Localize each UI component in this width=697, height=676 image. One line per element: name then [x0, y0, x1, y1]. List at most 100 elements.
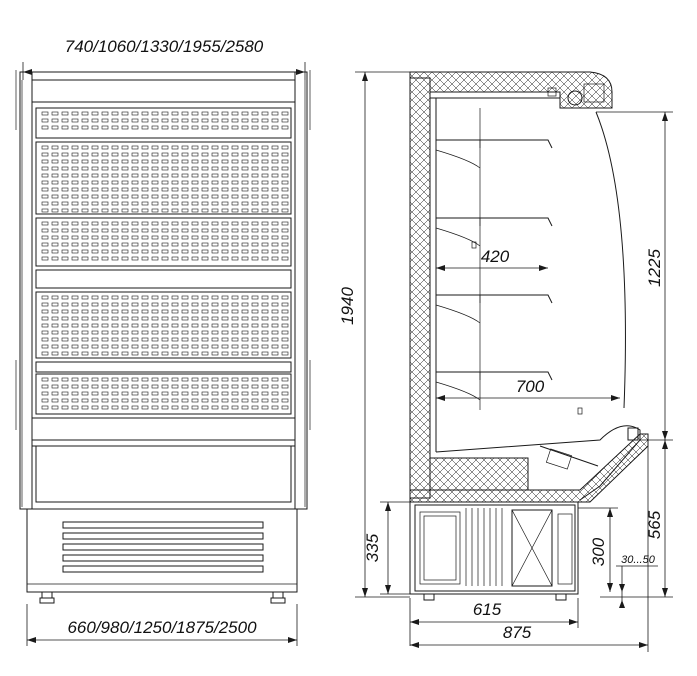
perforation-slot — [171, 235, 179, 240]
perforation-slot — [271, 249, 279, 254]
perforation-slot — [251, 187, 259, 192]
perforation-slot — [81, 159, 89, 164]
perforation-slot — [191, 242, 199, 247]
perforation-slot — [251, 208, 259, 213]
perforation-slot — [191, 323, 199, 328]
perforation-slot — [211, 249, 219, 254]
perforation-slot — [151, 398, 159, 403]
perforation-slot — [161, 228, 169, 233]
perforation-slot — [241, 180, 249, 185]
perforation-slot — [151, 166, 159, 171]
perforation-slot — [241, 377, 249, 382]
perforation-slot — [111, 323, 119, 328]
perforation-slot — [61, 152, 69, 157]
perforation-slot — [261, 201, 269, 206]
perforation-slot — [251, 323, 259, 328]
perforation-slot — [61, 309, 69, 314]
perforation-slot — [171, 173, 179, 178]
perforation-slot — [151, 235, 159, 240]
perforation-slot — [51, 125, 59, 130]
perforation-slot — [131, 316, 139, 321]
perforation-slot — [161, 201, 169, 206]
perforation-slot — [101, 384, 109, 389]
height-display-dimension: 1225 — [596, 111, 673, 441]
perforation-slot — [271, 309, 279, 314]
perforation-slot — [241, 351, 249, 356]
perforation-slot — [41, 295, 49, 300]
perforation-slot — [71, 351, 79, 356]
perforation-slot — [261, 242, 269, 247]
perforation-slot — [171, 152, 179, 157]
perforation-slot — [231, 377, 239, 382]
perforation-slot — [211, 194, 219, 199]
perforation-slot — [41, 405, 49, 410]
perforation-slot — [101, 235, 109, 240]
perforation-slot — [271, 208, 279, 213]
perforation-slot — [91, 330, 99, 335]
perforation-slot — [181, 208, 189, 213]
perforation-slot — [41, 384, 49, 389]
perforation-slot — [131, 235, 139, 240]
perforation-slot — [121, 309, 129, 314]
perforation-slot — [51, 249, 59, 254]
perforation-slot — [251, 221, 259, 226]
perforation-slot — [161, 398, 169, 403]
perforation-slot — [71, 194, 79, 199]
perforation-slot — [211, 166, 219, 171]
perforation-slot — [271, 221, 279, 226]
perforation-slot — [141, 330, 149, 335]
perforation-slot — [231, 166, 239, 171]
perforation-slot — [51, 391, 59, 396]
perforation-slot — [281, 330, 289, 335]
perforation-slot — [181, 118, 189, 123]
perforation-slot — [71, 208, 79, 213]
perforation-slot — [211, 323, 219, 328]
height-total-dimension: 1940 — [338, 71, 410, 598]
perforation-slot — [231, 337, 239, 342]
perforation-slot — [271, 316, 279, 321]
perforation-slot — [251, 145, 259, 150]
perforation-slot — [81, 398, 89, 403]
perforation-slot — [61, 302, 69, 307]
perforation-slot — [41, 235, 49, 240]
perforation-slot — [61, 235, 69, 240]
perforation-slot — [271, 166, 279, 171]
perforation-slot — [81, 384, 89, 389]
perforation-slot — [271, 337, 279, 342]
perforation-slot — [51, 398, 59, 403]
perforation-slot — [231, 187, 239, 192]
perforation-slot — [251, 228, 259, 233]
perforation-slot — [221, 398, 229, 403]
perforation-slot — [81, 201, 89, 206]
perforation-slot — [141, 159, 149, 164]
perforation-slot — [71, 159, 79, 164]
perforation-slot — [41, 221, 49, 226]
perforation-slot — [151, 344, 159, 349]
perforation-slot — [141, 166, 149, 171]
perforation-slot — [51, 344, 59, 349]
side-cabinet — [409, 71, 649, 503]
perforation-slot — [111, 384, 119, 389]
perforation-slot — [211, 173, 219, 178]
perforation-slot — [181, 405, 189, 410]
perforation-slot — [231, 398, 239, 403]
perforation-slot — [71, 166, 79, 171]
perforation-slot — [211, 330, 219, 335]
perforation-slot — [281, 201, 289, 206]
perforation-slot — [111, 152, 119, 157]
perforation-slot — [151, 159, 159, 164]
perforation-slot — [171, 111, 179, 116]
perforation-slot — [201, 377, 209, 382]
perforation-slot — [221, 384, 229, 389]
perforation-slot — [141, 145, 149, 150]
perforation-slot — [231, 228, 239, 233]
perforation-slot — [261, 152, 269, 157]
perforation-slot — [251, 398, 259, 403]
perforation-slot — [251, 235, 259, 240]
perforation-slot — [231, 221, 239, 226]
perforation-slot — [111, 111, 119, 116]
perforation-slot — [201, 302, 209, 307]
perforation-slot — [131, 330, 139, 335]
perforation-slot — [191, 221, 199, 226]
perforation-slot — [201, 384, 209, 389]
